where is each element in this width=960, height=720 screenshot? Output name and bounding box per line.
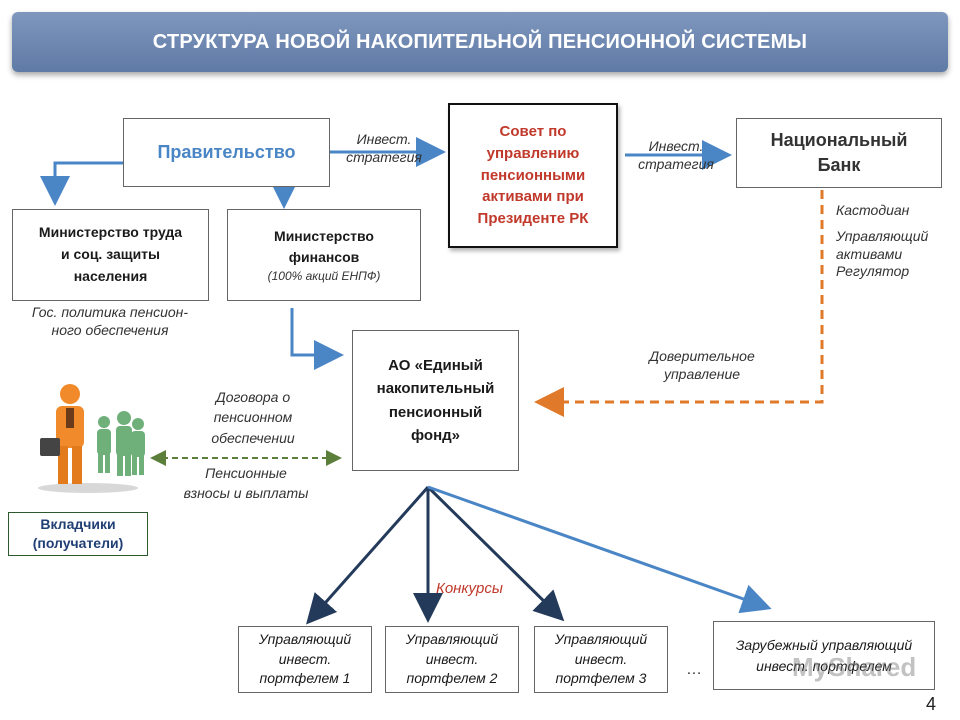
page-title: СТРУКТУРА НОВОЙ НАКОПИТЕЛЬНОЙ ПЕНСИОННОЙ… — [152, 30, 808, 53]
government-label: Правительство — [157, 141, 296, 162]
label-trust-management: Доверительное управление — [649, 348, 755, 383]
foreign-line-2: инвест. портфелем — [756, 657, 892, 674]
manager-1-line-2: инвест. — [278, 650, 332, 667]
label-tenders: Конкурсы — [436, 580, 503, 597]
council-box: Совет по управлению пенсионными активами… — [448, 103, 618, 248]
manager-1-line-3: портфелем 1 — [259, 670, 351, 687]
arrow-enpf-foreign — [427, 485, 772, 614]
labor-line-3: населения — [73, 267, 148, 284]
manager-2-line-3: портфелем 2 — [406, 670, 498, 687]
arrow-gov-labor — [40, 161, 123, 206]
label-bank-roles: Кастодиан Управляющий активами Регулятор — [836, 202, 929, 280]
labor-line-2: и соц. защиты — [60, 246, 160, 263]
label-ellipsis: … — [686, 661, 702, 678]
council-line-3: пенсионными — [480, 166, 586, 184]
finance-line-1: Министерство — [274, 227, 374, 244]
arrow-finance-enpf — [290, 308, 344, 370]
label-gov-policy: Гос. политика пенсион- ного обеспечения — [31, 304, 189, 339]
depositors-line-1: Вкладчики — [40, 516, 116, 533]
depositors-illustration — [38, 384, 145, 493]
manager-3-line-3: портфелем 3 — [555, 670, 647, 687]
manager-2-line-1: Управляющий — [405, 631, 499, 648]
manager-1-line-1: Управляющий — [258, 631, 352, 648]
label-contracts: Договора о пенсионном обеспечении — [211, 389, 295, 446]
title-bar: СТРУКТУРА НОВОЙ НАКОПИТЕЛЬНОЙ ПЕНСИОННОЙ… — [12, 12, 948, 72]
manager-box-3: Управляющий инвест. портфелем 3 — [534, 626, 668, 693]
bank-line-2: Банк — [817, 155, 861, 175]
finance-note: (100% акций ЕНПФ) — [267, 268, 381, 283]
bank-line-1: Национальный — [770, 129, 908, 150]
council-line-4: активами при — [482, 188, 584, 206]
manager-3-line-2: инвест. — [574, 650, 628, 667]
manager-box-1: Управляющий инвест. портфелем 1 — [238, 626, 372, 693]
watermark: MyShared — [792, 652, 917, 682]
label-contributions: Пенсионные взносы и выплаты — [183, 465, 309, 502]
label-invest-strategy-1: Инвест. стратегия — [346, 131, 422, 166]
arrow-enpf-manager-1 — [306, 486, 430, 625]
national-bank-box: Национальный Банк — [736, 118, 942, 188]
label-invest-strategy-2: Инвест. стратегия — [638, 138, 714, 173]
finance-line-2: финансов — [288, 249, 360, 266]
manager-2-line-2: инвест. — [425, 650, 479, 667]
enpf-line-1: АО «Единый — [388, 357, 483, 374]
arrow-enpf-manager-3 — [426, 485, 565, 622]
council-line-1: Совет по — [499, 123, 567, 141]
government-box: Правительство — [123, 118, 330, 187]
arrow-bank-enpf — [534, 190, 824, 417]
manager-box-2: Управляющий инвест. портфелем 2 — [385, 626, 519, 693]
council-line-2: управлению — [486, 144, 580, 162]
foreign-line-1: Зарубежный управляющий — [735, 636, 913, 653]
enpf-box: АО «Единый накопительный пенсионный фонд… — [352, 330, 519, 471]
foreign-manager-box: Зарубежный управляющий инвест. портфелем — [713, 621, 935, 690]
enpf-line-2: накопительный — [376, 380, 495, 398]
enpf-line-4: фонд» — [410, 426, 460, 444]
ministry-labor-box: Министерство труда и соц. защиты населен… — [12, 209, 209, 301]
labor-line-1: Министерство труда — [38, 224, 183, 241]
ministry-finance-box: Министерство финансов (100% акций ЕНПФ) — [227, 209, 421, 301]
manager-3-line-1: Управляющий — [554, 631, 648, 648]
page-number: 4 — [926, 694, 937, 714]
council-line-5: Президенте РК — [477, 210, 589, 228]
depositors-box: Вкладчики (получатели) — [8, 512, 148, 556]
depositors-line-2: (получатели) — [32, 535, 124, 551]
enpf-line-3: пенсионный — [388, 403, 483, 421]
